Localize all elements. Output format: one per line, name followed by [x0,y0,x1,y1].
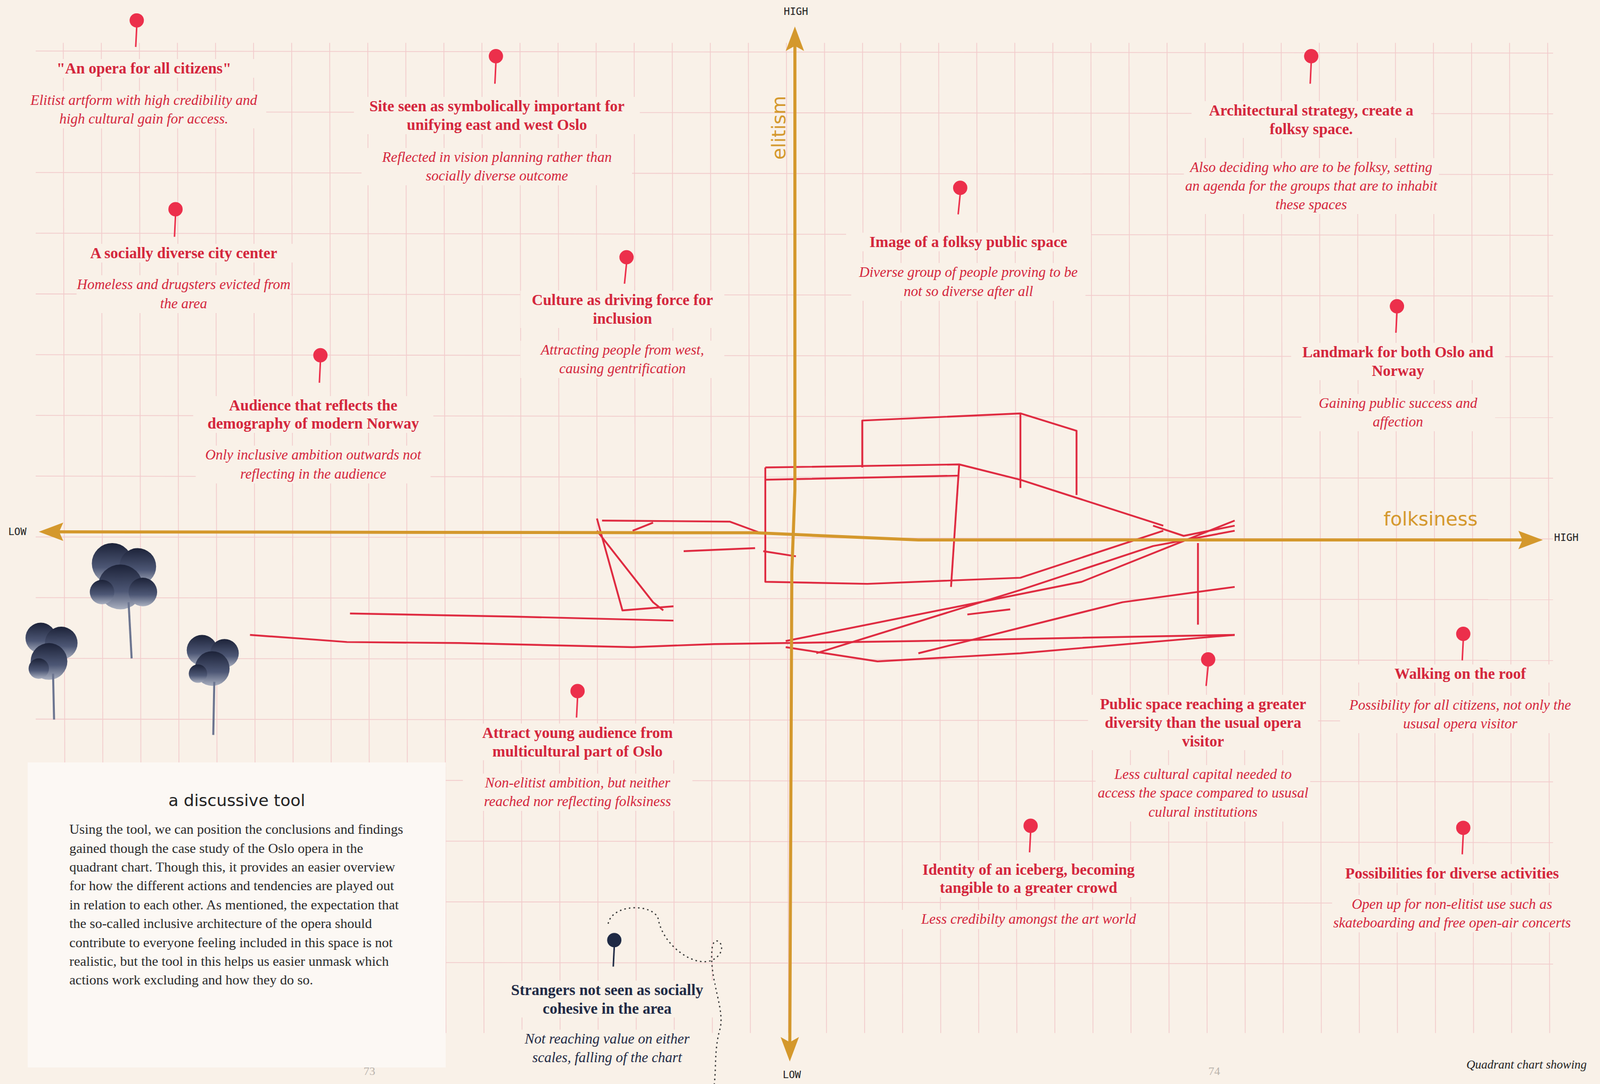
page-number: 74 [1208,1064,1221,1079]
axis-label: LOW [7,525,27,538]
pins-part [168,202,183,217]
pin-note: Diverse group of people proving to be no… [850,263,1086,301]
grid-lines-part [481,43,484,1034]
axis-label: HIGH [1554,531,1579,544]
pin-note: Open up for non-elitist use such as skat… [1332,895,1572,933]
pins-part [313,348,328,363]
axes-part [780,1037,799,1062]
pin-heading: Site seen as symbolically important for … [354,96,640,135]
axis-label: HIGH [783,5,809,18]
pins-part [1303,48,1319,64]
ink-blots-part [213,682,215,736]
grid-lines-part [35,719,1554,722]
grid-lines-part [1547,43,1550,1034]
ink-blots-part [128,577,158,607]
opera-sketch-part [862,413,1077,495]
pins-part [129,13,144,28]
axes-part [38,522,64,542]
pin-heading: Public space reaching a greater diversit… [1088,694,1318,751]
pin-heading: Architectural strategy, create a folksy … [1191,101,1431,139]
pin-heading: Image of a folksy public space [846,232,1091,252]
pin-note: Elitist artform with high credibility an… [21,91,267,129]
pin-note: Gaining public success and affection [1300,394,1495,432]
pins-part [1456,820,1471,835]
caption-note: Quadrant chart showing [1466,1057,1587,1072]
pin-heading: Walking on the roof [1342,664,1578,684]
opera-sketch-part [250,634,1235,647]
navy-pin-part [613,946,615,967]
pin-heading: Strangers not seen as socially cohesive … [499,980,715,1019]
axes-part [1518,530,1544,550]
ink-blots-part [89,579,115,605]
opera-sketch-part [950,464,959,587]
text-panel: a discussive toolUsing the tool, we can … [27,762,447,1068]
pins-part [1201,652,1216,667]
pin-heading: Identity of an iceberg, becoming tangibl… [908,860,1149,898]
pin-note: Possibility for all citizens, not only t… [1340,695,1580,734]
pin-heading: A socially diverse city center [66,243,302,263]
panel-body: Using the tool, we can position the conc… [69,819,405,990]
grid-lines-part [35,658,1554,661]
axis-label: LOW [782,1068,801,1081]
pin-note: Less cultural capital needed to access t… [1095,765,1310,822]
pin-note: Also deciding who are to be folksy, sett… [1183,158,1439,215]
opera-sketch-part [349,613,674,621]
pins-part [135,26,1464,855]
pins-part [488,48,504,64]
grid-lines-part [1167,43,1170,1034]
ink-blots-part [28,658,49,679]
ink-blots-part [53,673,55,720]
axes-part [785,26,804,52]
pin-heading: "An opera for all citizens" [16,59,272,78]
axes-part [53,531,1526,540]
grid-lines-part [1471,43,1474,1034]
pin-heading: Culture as driving force for inclusion [520,290,725,328]
pins-part [953,180,968,195]
ink-blots-part [189,664,208,684]
pin-note: Non-elitist ambition, but neither reache… [462,773,693,811]
pins-part [570,683,585,699]
pins [129,13,1471,855]
opera-sketch-part [765,464,1163,584]
pin-note: Homeless and drugsters evicted from the … [76,275,291,313]
pin-note: Only inclusive ambition outwards not ref… [195,445,431,483]
pins-part [1456,626,1471,642]
pins-part [619,250,634,265]
axes [38,26,1544,1062]
panel-title: a discussive tool [69,790,405,810]
pin-heading: Attract young audience from multicultura… [468,723,688,761]
ink-blots [25,543,240,735]
pin-note: Reflected in vision planning rather than… [361,148,633,186]
axes-part [789,40,795,1047]
pins-part [1023,818,1038,834]
pin-note: Less credibilty amongst the art world [896,909,1162,929]
pin-heading: Possibilities for diverse activities [1326,864,1578,883]
axis-title: folksiness [1383,507,1478,530]
grid-lines-part [1509,43,1512,1034]
opera-sketch-part [763,520,1235,662]
pin-note: Not reaching value on either scales, fal… [510,1029,704,1068]
pin-heading: Audience that reflects the demography of… [193,396,433,434]
ink-blots-part [128,602,132,659]
pins-part [1389,299,1405,314]
navy-pin-part [606,932,622,948]
pin-note: Attracting people from west, causing gen… [520,340,725,379]
pin-heading: Landmark for both Oslo and Norway [1290,342,1505,381]
grid-lines-part [35,597,1554,600]
axis-title: elitism [767,95,790,160]
